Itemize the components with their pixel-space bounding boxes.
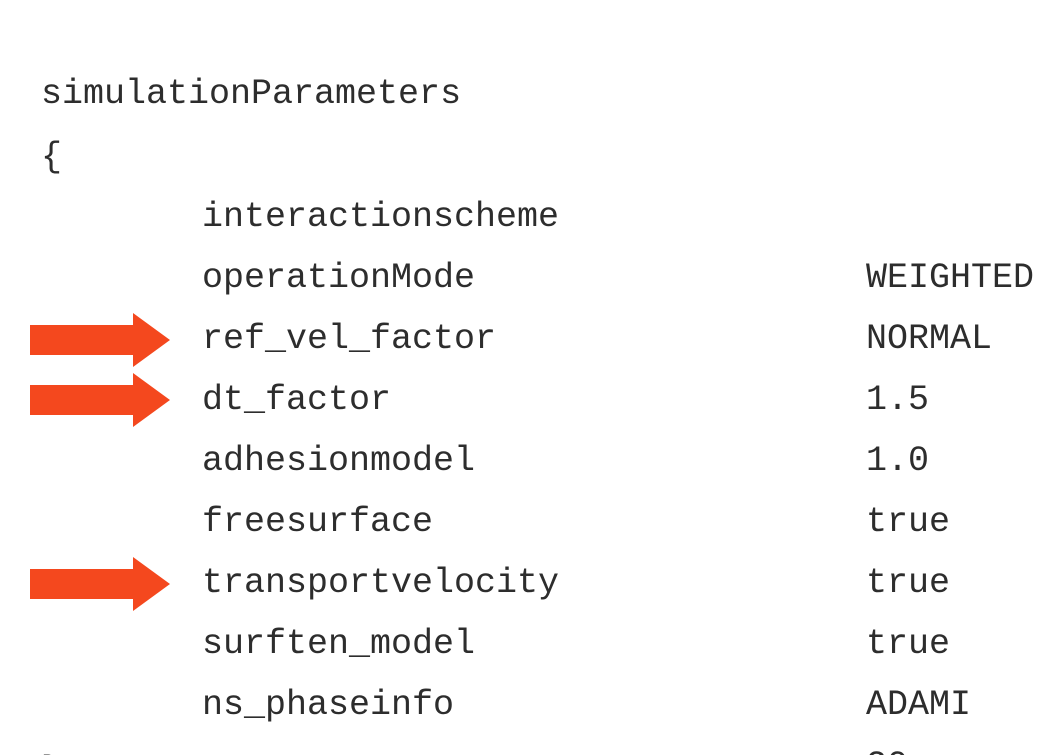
parameter-key: ref_vel_factor xyxy=(202,319,497,359)
parameter-row: transportvelocity true xyxy=(0,492,1057,664)
parameter-key: interactionscheme xyxy=(202,197,560,237)
parameter-key: ns_phaseinfo xyxy=(202,685,455,725)
parameter-row: ns_phaseinfo 20 xyxy=(0,614,1057,755)
parameter-row-highlighted: dt_factor 1.0 xyxy=(0,309,1057,481)
parameter-row: operationMode NORMAL xyxy=(0,187,1057,359)
parameter-row-highlighted: adhesionmodel true xyxy=(0,370,1057,542)
parameter-key: freesurface xyxy=(202,502,434,542)
parameter-row-highlighted: surften_model ADAMI xyxy=(0,553,1057,725)
parameter-value: NORMAL xyxy=(866,319,993,359)
parameter-value: 1.5 xyxy=(866,380,930,420)
parameter-key: adhesionmodel xyxy=(202,441,476,481)
parameter-value: true xyxy=(866,563,951,603)
parameter-key: transportvelocity xyxy=(202,563,560,603)
parameter-row: interactionscheme WEIGHTED xyxy=(0,126,1057,298)
parameter-value: true xyxy=(866,624,951,664)
parameter-value: WEIGHTED xyxy=(866,258,1035,298)
section-title: simulationParameters xyxy=(41,74,462,114)
parameter-key: dt_factor xyxy=(202,380,392,420)
close-brace: } xyxy=(41,741,62,755)
close-brace-line: } xyxy=(0,680,1057,755)
open-brace-line: { xyxy=(0,66,1057,177)
parameter-value: 20 xyxy=(866,736,908,755)
parameter-key: surften_model xyxy=(202,624,476,664)
parameter-value: true xyxy=(866,502,951,542)
parameter-value: ADAMI xyxy=(866,685,972,725)
open-brace: { xyxy=(41,137,63,177)
parameter-row: ref_vel_factor 1.5 xyxy=(0,248,1057,420)
parameter-key: operationMode xyxy=(202,258,476,298)
parameter-row: freesurface true xyxy=(0,431,1057,603)
parameter-value: 1.0 xyxy=(866,441,930,481)
section-title-line: simulationParameters xyxy=(0,3,1057,114)
